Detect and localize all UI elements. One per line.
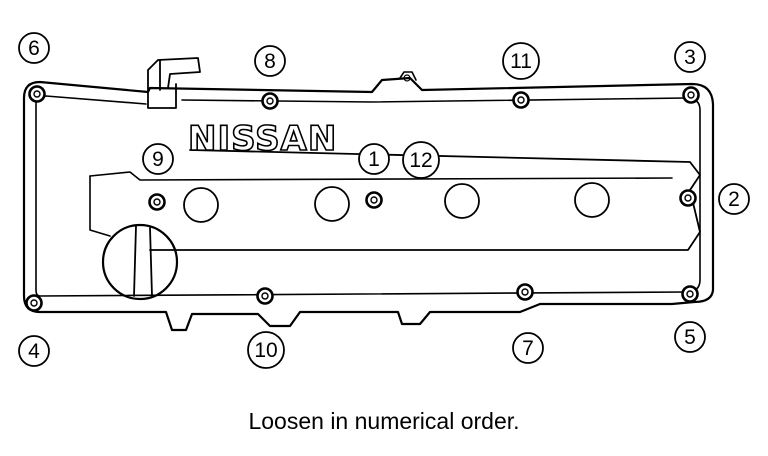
bolt-number-9: 9 [152, 148, 164, 171]
bolt-label-8: 8 [254, 45, 286, 77]
bolt-number-12: 12 [409, 149, 432, 172]
bolt-9 [148, 193, 166, 211]
bolt-4 [25, 294, 43, 312]
bolt-number-2: 2 [728, 188, 740, 211]
bolt-label-7: 7 [512, 332, 544, 364]
bolt-label-11: 11 [502, 42, 540, 80]
bolt-label-1: 1 [358, 143, 390, 175]
nissan-logo: NISSAN [188, 119, 337, 159]
breather-pipe [147, 57, 201, 109]
bolt-8 [261, 92, 279, 110]
bolt-11 [512, 91, 530, 109]
bolt-label-5: 5 [674, 321, 706, 353]
bolt-7 [516, 283, 534, 301]
bolt-number-1: 1 [368, 148, 380, 171]
bolt-number-5: 5 [684, 326, 696, 349]
bolt-number-6: 6 [28, 37, 40, 60]
bolt-number-4: 4 [28, 340, 40, 363]
bolt-3 [682, 86, 700, 104]
bolt-label-6: 6 [18, 32, 50, 64]
bolt-2 [679, 189, 697, 207]
bolt-1 [365, 191, 383, 209]
bolt-number-3: 3 [684, 46, 696, 69]
bolt-5 [681, 285, 699, 303]
bolt-label-9: 9 [142, 143, 174, 175]
bolt-number-8: 8 [264, 50, 276, 73]
bolt-number-10: 10 [254, 339, 277, 362]
bolt-label-10: 10 [247, 331, 285, 369]
bolt-label-2: 2 [718, 183, 750, 215]
bolt-10 [256, 287, 274, 305]
oil-filler-tab [133, 225, 153, 297]
bolt-number-11: 11 [510, 50, 532, 73]
bolt-number-7: 7 [522, 337, 534, 360]
bolt-label-12: 12 [402, 141, 440, 179]
oil-filler-cap [101, 223, 179, 301]
caption: Loosen in numerical order. [248, 408, 520, 434]
bolt-6 [28, 85, 46, 103]
bolt-label-4: 4 [18, 335, 50, 367]
bolt-label-3: 3 [674, 41, 706, 73]
gasket-outline [22, 76, 715, 332]
